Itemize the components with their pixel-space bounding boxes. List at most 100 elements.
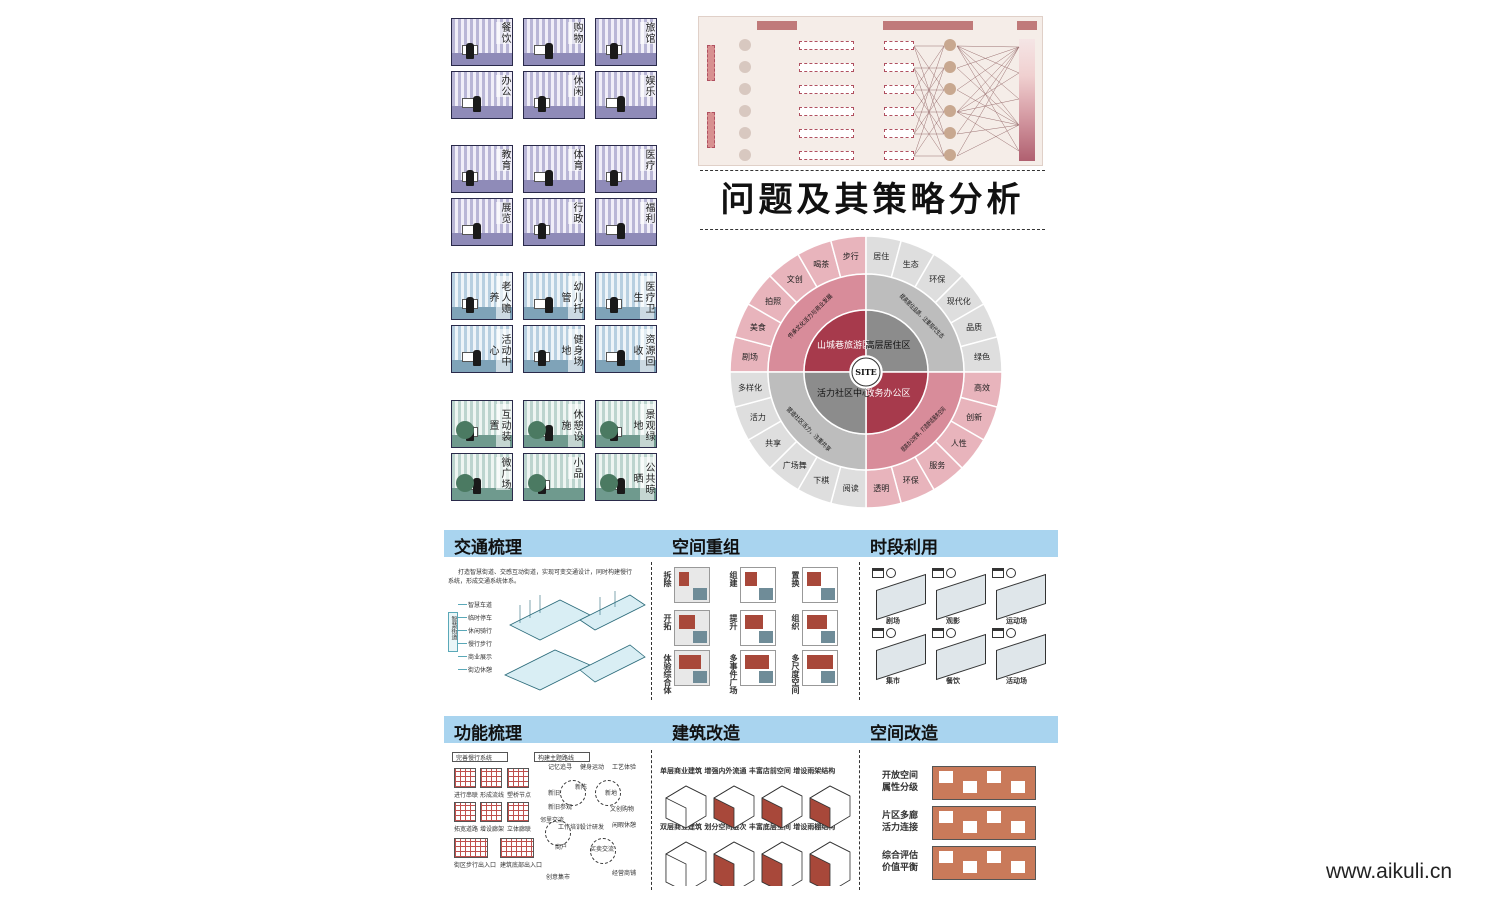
tree-icon <box>456 474 474 492</box>
person-icon <box>739 127 751 139</box>
quadrant-label: 山城巷旅游区 <box>817 339 871 351</box>
person-silhouette <box>610 297 618 313</box>
flow-link <box>956 67 1020 126</box>
space-label: 片区多廊活力连接 <box>882 811 919 833</box>
building-facade <box>761 853 783 886</box>
person-silhouette <box>617 96 625 112</box>
flow-link <box>956 45 1020 152</box>
room-floor <box>596 180 656 192</box>
person-silhouette <box>466 170 474 186</box>
building-roof <box>665 841 707 855</box>
theme-node: 经营商铺 <box>612 870 637 877</box>
room-cell: 购物 <box>523 18 585 66</box>
room-label: 展览 <box>496 202 510 224</box>
reorg-diagram <box>674 567 710 603</box>
person-silhouette <box>545 170 553 186</box>
arch-row1: 单层商业建筑 增强内外流通 丰富店前空间 增设雨架结构 <box>660 767 836 775</box>
grid-label: 塑桥节点 <box>507 792 532 799</box>
arch-drawings <box>665 785 851 886</box>
space-diagram <box>932 806 1036 840</box>
reorg-label: 组建 <box>729 571 738 587</box>
building-facade <box>809 853 831 886</box>
calendar-icon <box>872 568 884 578</box>
calendar-icon <box>872 628 884 638</box>
room-floor <box>596 53 656 65</box>
activity-icon <box>944 149 956 161</box>
room-floor <box>596 106 656 118</box>
building-roof <box>761 785 803 799</box>
grey-block <box>759 588 773 600</box>
wheel-outer-label: 创新 <box>966 412 982 422</box>
flow-link <box>956 45 1020 48</box>
grid-diagram <box>500 838 534 858</box>
section-title-traffic: 交通梳理 <box>454 538 522 558</box>
room-label: 餐饮 <box>496 22 510 44</box>
grid-label: 进行串联 <box>454 792 479 799</box>
wheel-outer-label: 阅读 <box>843 483 859 493</box>
room-cell: 娱乐 <box>595 71 657 119</box>
tree-icon <box>456 421 474 439</box>
theme-node: 闲暇休憩 <box>612 822 637 829</box>
person-silhouette <box>466 297 474 313</box>
person-silhouette <box>617 478 625 494</box>
grid-label: 增设廊架 <box>480 826 505 833</box>
wheel-outer-label: 美食 <box>750 322 766 332</box>
room-label: 医疗卫生 <box>631 276 654 319</box>
wheel-outer-label: 高效 <box>974 382 990 392</box>
traffic-item: 智慧车道 <box>468 602 493 609</box>
watermark: www.aikuli.cn <box>1326 860 1453 883</box>
theme-node: 工艺体验 <box>612 764 637 771</box>
grid-label: 建筑底部出入口 <box>500 862 543 869</box>
space-diagram <box>932 766 1036 800</box>
building-roof <box>809 785 851 799</box>
tree-icon <box>600 474 618 492</box>
space-block <box>963 821 977 833</box>
room-floor <box>524 53 584 65</box>
flow-link <box>956 46 1020 69</box>
flow-link <box>913 67 945 157</box>
wheel-outer-label: 生态 <box>903 259 919 269</box>
room-label: 幼儿托管 <box>559 276 582 319</box>
building-facade <box>713 797 735 829</box>
arch-row2: 双层商业建筑 划分空间层次 丰富底层空间 增设雨棚结构 <box>660 823 836 831</box>
room-cell: 展览 <box>451 198 513 246</box>
quadrant-label: 政务办公区 <box>865 387 910 399</box>
space-label: 综合评估价值平衡 <box>882 851 919 873</box>
room-cell: 行政 <box>523 198 585 246</box>
calendar-icon <box>932 628 944 638</box>
activity-icon <box>944 83 956 95</box>
theme-node: 新旧参观 <box>548 804 573 811</box>
theme-circle <box>595 780 621 806</box>
room-label: 微广场 <box>496 457 510 490</box>
reorg-label: 体验综合体 <box>663 654 672 694</box>
grey-block <box>693 588 707 600</box>
wheel-outer-label: 拍照 <box>765 296 781 306</box>
theme-node: 文创购物 <box>610 806 635 813</box>
room-label: 活动中心 <box>487 329 510 372</box>
wheel-outer-label: 剧场 <box>742 353 758 362</box>
section-title-function: 功能梳理 <box>454 724 522 744</box>
grey-block <box>821 631 835 643</box>
building-roof <box>665 785 707 799</box>
person-silhouette <box>473 223 481 239</box>
person-silhouette <box>545 297 553 313</box>
grid-diagram <box>454 802 476 822</box>
space-block <box>987 851 1001 863</box>
room-cell: 办公 <box>451 71 513 119</box>
reorg-label: 提升 <box>729 614 738 630</box>
reorg-diagram <box>802 610 838 646</box>
iso-plaza <box>876 633 926 681</box>
wheel-inner-quadrant <box>865 309 929 373</box>
divider <box>651 750 652 890</box>
quadrant-label: 活力社区中心 <box>817 387 871 399</box>
time-label: 餐饮 <box>946 677 960 685</box>
reorg-label: 开拓 <box>663 614 672 630</box>
building-roof <box>713 841 755 855</box>
wheel-outer-label: 环保 <box>903 475 919 485</box>
flow-box <box>799 107 854 116</box>
flow-header-time <box>1017 21 1037 30</box>
room-cell: 幼儿托管 <box>523 272 585 320</box>
theme-node: 健身运动 <box>580 764 605 771</box>
room-cell: 餐饮 <box>451 18 513 66</box>
